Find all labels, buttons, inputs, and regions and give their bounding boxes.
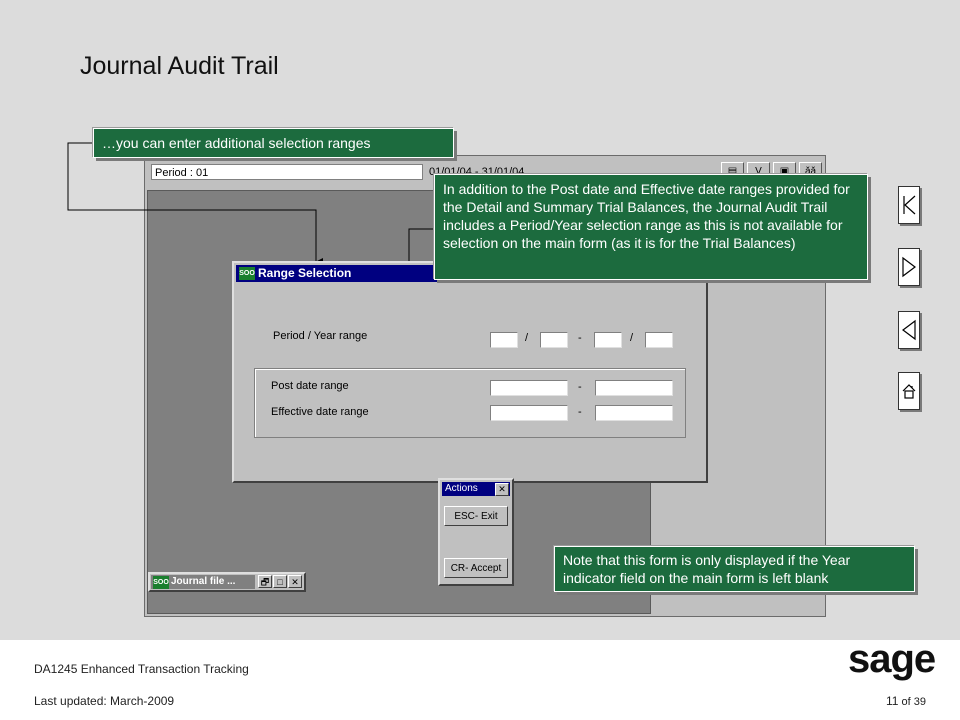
- post-date-to-input[interactable]: [595, 380, 673, 396]
- year-from-input[interactable]: [540, 332, 568, 348]
- period-year-range-label: Period / Year range: [273, 330, 368, 342]
- actions-title: Actions: [445, 483, 478, 494]
- page-current: 11: [886, 694, 899, 708]
- callout-bottom: Note that this form is only displayed if…: [554, 546, 915, 592]
- effective-date-range-label: Effective date range: [271, 406, 369, 418]
- restore-icon[interactable]: 🗗: [258, 575, 272, 588]
- page-number: 11 of 39: [886, 694, 926, 708]
- post-date-range-label: Post date range: [271, 380, 349, 392]
- play-previous-icon: [902, 319, 916, 341]
- post-date-from-input[interactable]: [490, 380, 568, 396]
- dash-separator: -: [578, 332, 582, 344]
- next-slide-button[interactable]: [898, 248, 920, 286]
- range-selection-dialog: SOO Range Selection: [232, 261, 708, 483]
- effective-date-to-input[interactable]: [595, 405, 673, 421]
- range-selection-title: Range Selection: [258, 266, 352, 280]
- callout-top: …you can enter additional selection rang…: [93, 128, 454, 158]
- app-logo-icon: SOO: [239, 267, 255, 280]
- period-from-input[interactable]: [490, 332, 518, 348]
- skip-to-first-icon: [903, 195, 916, 215]
- app-logo-icon: SOO: [153, 576, 169, 589]
- dash-separator: -: [578, 406, 582, 418]
- page-title: Journal Audit Trail: [80, 52, 279, 80]
- actions-dialog: Actions ✕ ESC- Exit CR- Accept: [438, 478, 514, 586]
- minimized-titlebar[interactable]: SOO Journal file ...: [151, 575, 255, 589]
- effective-date-from-input[interactable]: [490, 405, 568, 421]
- period-to-input[interactable]: [594, 332, 622, 348]
- sage-logo: sage: [848, 638, 936, 681]
- close-icon[interactable]: ✕: [288, 575, 302, 588]
- cr-accept-button[interactable]: CR- Accept: [444, 558, 508, 578]
- course-title: DA1245 Enhanced Transaction Tracking: [34, 662, 249, 676]
- last-updated: Last updated: March-2009: [34, 694, 175, 708]
- date-range-group: [254, 368, 686, 438]
- slash-separator: /: [630, 332, 634, 344]
- sage-logo-text: sage: [848, 638, 935, 681]
- connector-top-callout: [67, 142, 323, 266]
- page-total: of 39: [901, 696, 926, 708]
- minimized-journal-window[interactable]: SOO Journal file ... 🗗 □ ✕: [148, 572, 306, 592]
- year-to-input[interactable]: [645, 332, 673, 348]
- callout-right: In addition to the Post date and Effecti…: [434, 174, 868, 280]
- maximize-icon[interactable]: □: [273, 575, 287, 588]
- home-icon: [902, 384, 916, 399]
- first-slide-button[interactable]: [898, 186, 920, 224]
- slash-separator: /: [525, 332, 529, 344]
- period-field[interactable]: Period : 01: [151, 164, 423, 180]
- play-next-icon: [902, 256, 916, 278]
- previous-slide-button[interactable]: [898, 311, 920, 349]
- minimized-title: Journal file ...: [171, 576, 236, 587]
- dash-separator: -: [578, 381, 582, 393]
- actions-titlebar: Actions ✕: [442, 482, 510, 496]
- close-icon[interactable]: ✕: [495, 483, 509, 496]
- home-button[interactable]: [898, 372, 920, 410]
- esc-exit-button[interactable]: ESC- Exit: [444, 506, 508, 526]
